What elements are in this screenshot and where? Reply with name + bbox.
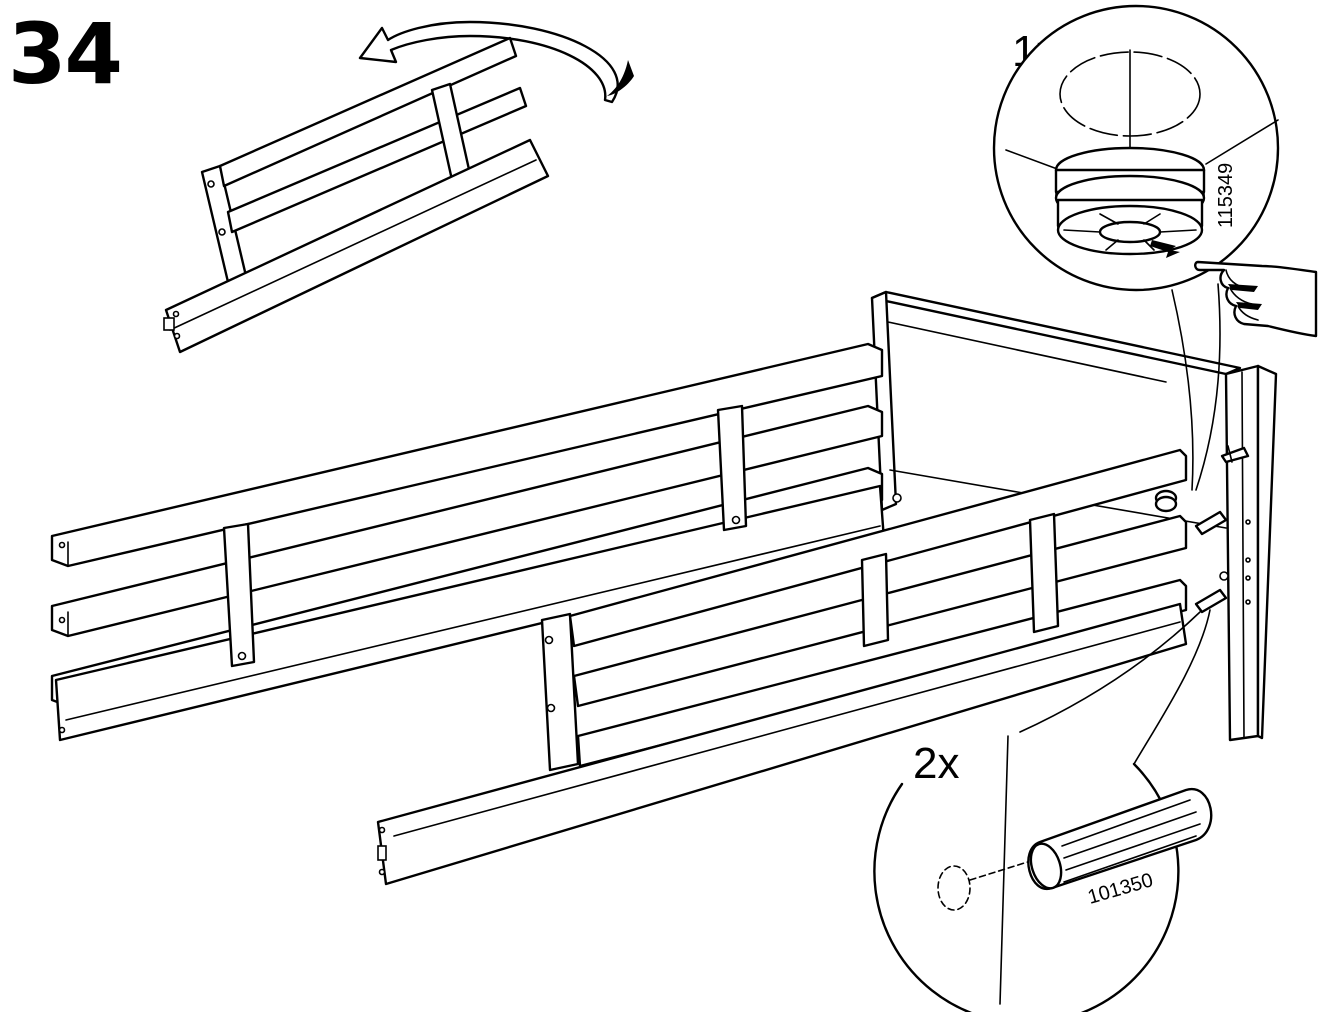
step-number: 34 (8, 5, 123, 103)
pointing-hand-icon (1194, 260, 1318, 338)
cam-fitting-small (1154, 489, 1178, 513)
callout-cam-fitting: 115349 (992, 4, 1280, 491)
callout-dowel: 101350 (873, 609, 1213, 1012)
front-side-rail (376, 448, 1188, 886)
dowel-quantity: 2x (913, 739, 960, 788)
back-side-rail (50, 342, 886, 742)
cam-fitting-part-number: 115349 (1215, 163, 1237, 228)
dowel-small-1 (1194, 510, 1228, 536)
screw-bolt (1220, 445, 1250, 464)
end-post-right (1219, 364, 1278, 742)
rotate-arrow-icon (358, 20, 634, 104)
loose-side-rail (163, 36, 550, 354)
dowel-small-2 (1194, 588, 1228, 614)
